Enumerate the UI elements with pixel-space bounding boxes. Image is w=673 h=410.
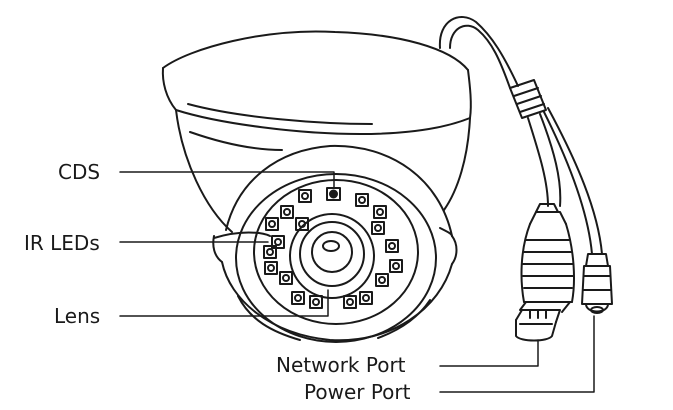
ir-led-array bbox=[263, 189, 403, 309]
ir-led bbox=[295, 217, 309, 231]
ir-led-emitter bbox=[388, 242, 396, 250]
ir-led bbox=[359, 291, 373, 305]
ir-led-emitter bbox=[362, 294, 370, 302]
cds-label: CDS bbox=[58, 160, 101, 184]
dome-housing bbox=[161, 30, 472, 233]
ir-led bbox=[280, 205, 294, 219]
ir-led bbox=[298, 189, 312, 203]
ir-led bbox=[271, 235, 285, 249]
cds-sensor bbox=[326, 187, 341, 201]
ir-led-emitter bbox=[358, 196, 366, 204]
ir-led bbox=[264, 261, 278, 275]
ir-led-emitter bbox=[268, 220, 276, 228]
ir-led-emitter bbox=[374, 224, 382, 232]
ir-led bbox=[373, 205, 387, 219]
ir-led-emitter bbox=[282, 274, 290, 282]
ir-led bbox=[385, 239, 399, 253]
network-port-leader-line bbox=[439, 339, 539, 367]
network-connector bbox=[515, 203, 575, 342]
ball-bezel bbox=[212, 144, 458, 343]
ir-led-emitter bbox=[283, 208, 291, 216]
network-port-label: Network Port bbox=[276, 353, 406, 377]
ir-led bbox=[355, 193, 369, 207]
power-port-label: Power Port bbox=[304, 380, 411, 404]
ir-led-emitter bbox=[274, 238, 282, 246]
ir-led-emitter bbox=[378, 276, 386, 284]
cds-leader-line bbox=[119, 171, 335, 189]
callout-lines bbox=[119, 171, 595, 393]
ir-led-emitter bbox=[267, 264, 275, 272]
ir-led bbox=[265, 217, 279, 231]
ir-led bbox=[371, 221, 385, 235]
ir-led bbox=[309, 295, 323, 309]
ir-led-emitter bbox=[294, 294, 302, 302]
ir-led bbox=[375, 273, 389, 287]
power-port-leader-line bbox=[439, 315, 595, 393]
ir-led-emitter bbox=[298, 220, 306, 228]
power-connector bbox=[581, 253, 613, 314]
ir-leds-label: IR LEDs bbox=[24, 231, 100, 255]
lens-leader-line bbox=[119, 289, 329, 317]
lens-assembly bbox=[289, 213, 375, 299]
ir-led-emitter bbox=[266, 248, 274, 256]
ir-led-emitter bbox=[301, 192, 309, 200]
ir-led bbox=[343, 295, 357, 309]
ir-led-emitter bbox=[392, 262, 400, 270]
cable-bundle bbox=[438, 16, 603, 255]
ir-led-emitter bbox=[376, 208, 384, 216]
ir-led-emitter bbox=[346, 298, 354, 306]
ir-led bbox=[291, 291, 305, 305]
ir-led bbox=[279, 271, 293, 285]
lens-label: Lens bbox=[54, 304, 101, 328]
ir-led bbox=[389, 259, 403, 273]
ir-led-emitter bbox=[312, 298, 320, 306]
ir-led bbox=[263, 245, 277, 259]
